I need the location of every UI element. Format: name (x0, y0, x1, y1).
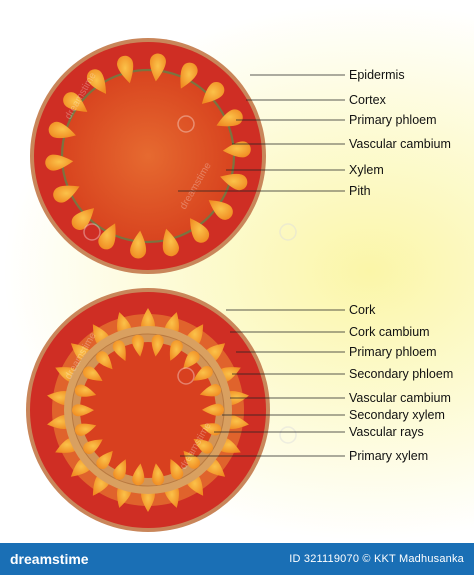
primary-xylem-bundle (151, 334, 164, 357)
label-primary-phloem: Primary phloem (349, 113, 437, 127)
vascular-cambium-ring (60, 68, 236, 244)
label-primary-phloem-2: Primary phloem (349, 345, 437, 359)
vascular-bundle (48, 121, 76, 139)
watermark-icon-5 (279, 426, 297, 444)
vascular-bundle (222, 141, 251, 158)
label-primary-xylem: Primary xylem (349, 449, 428, 463)
label-xylem: Xylem (349, 163, 384, 177)
pith-area (62, 70, 234, 242)
vascular-bundle (71, 208, 95, 230)
vascular-bundle (86, 69, 107, 94)
watermark-icon-1 (177, 115, 195, 133)
primary-xylem-bundle (74, 423, 97, 436)
stem-diagram: dreamstime dreamstime dreamstime dreamst… (26, 38, 453, 532)
vascular-bundle (98, 223, 116, 250)
diagram-canvas: dreamstime dreamstime dreamstime dreamst… (0, 0, 474, 543)
label-vascular-rays: Vascular rays (349, 425, 424, 439)
inner-pith (80, 342, 216, 478)
primary-xylem-bundle (113, 459, 127, 480)
primary-xylem-bundle (83, 439, 103, 455)
vascular-bundle (130, 230, 147, 259)
vascular-bundle (189, 218, 210, 243)
primary-xylem-bundle (152, 463, 165, 486)
vascular-bundle (117, 55, 134, 84)
primary-xylem-bundle (183, 350, 200, 370)
label-pith: Pith (349, 184, 371, 198)
vascular-bundle (45, 154, 74, 171)
watermark-icon-4 (177, 367, 195, 385)
footer-bar: dreamstime ID 321119070 © KKT Madhusanka (0, 543, 474, 575)
primary-xylem-bundle (95, 351, 113, 370)
vascular-bundle (149, 53, 166, 82)
label-cork: Cork (349, 303, 376, 317)
primary-stem-section (30, 38, 266, 274)
primary-xylem-bundle (169, 340, 183, 361)
primary-xylem-bundle (74, 384, 97, 397)
stem1-labels (178, 74, 345, 192)
label-cork-cambium: Cork cambium (349, 325, 430, 339)
vascular-bundles (45, 53, 251, 259)
label-epidermis: Epidermis (349, 68, 405, 82)
watermark-icon-3 (279, 223, 297, 241)
vascular-bundle (63, 92, 88, 112)
label-vascular-cambium-2: Vascular cambium (349, 391, 451, 405)
primary-xylem-bundle (170, 459, 184, 480)
vascular-bundle (216, 109, 243, 127)
primary-xylem-bundle (82, 366, 103, 381)
footer-logo: dreamstime (10, 551, 89, 567)
primary-xylem-bundle (96, 450, 113, 470)
watermark-icon-2 (83, 223, 101, 241)
label-secondary-xylem: Secondary xylem (349, 408, 445, 422)
primary-xylem-bundle (183, 450, 200, 469)
primary-xylem-bundle (193, 365, 213, 381)
label-vascular-cambium: Vascular cambium (349, 137, 451, 151)
primary-xylem-bundle (199, 423, 222, 436)
primary-xylem-bundle (193, 439, 213, 454)
primary-xylem-bundle (112, 340, 126, 361)
image-id-text: ID 321119070 © KKT Madhusanka (289, 553, 464, 565)
primary-xylem-bundle (131, 334, 144, 357)
primary-xylem-bundles (72, 334, 224, 486)
vascular-bundle (220, 173, 248, 191)
vascular-bundle (162, 228, 179, 257)
primary-xylem-bundle (199, 384, 222, 397)
vascular-bundle (180, 62, 198, 89)
primary-xylem-bundle (201, 403, 224, 416)
label-cortex: Cortex (349, 93, 387, 107)
secondary-stem-section (26, 288, 270, 532)
vascular-bundle (208, 200, 233, 220)
vascular-bundle (201, 82, 225, 104)
stem2-labels (180, 309, 345, 457)
vascular-bundle (53, 185, 80, 203)
primary-xylem-bundle (132, 463, 145, 486)
primary-xylem-bundle (72, 404, 95, 417)
label-secondary-phloem: Secondary phloem (349, 367, 453, 381)
